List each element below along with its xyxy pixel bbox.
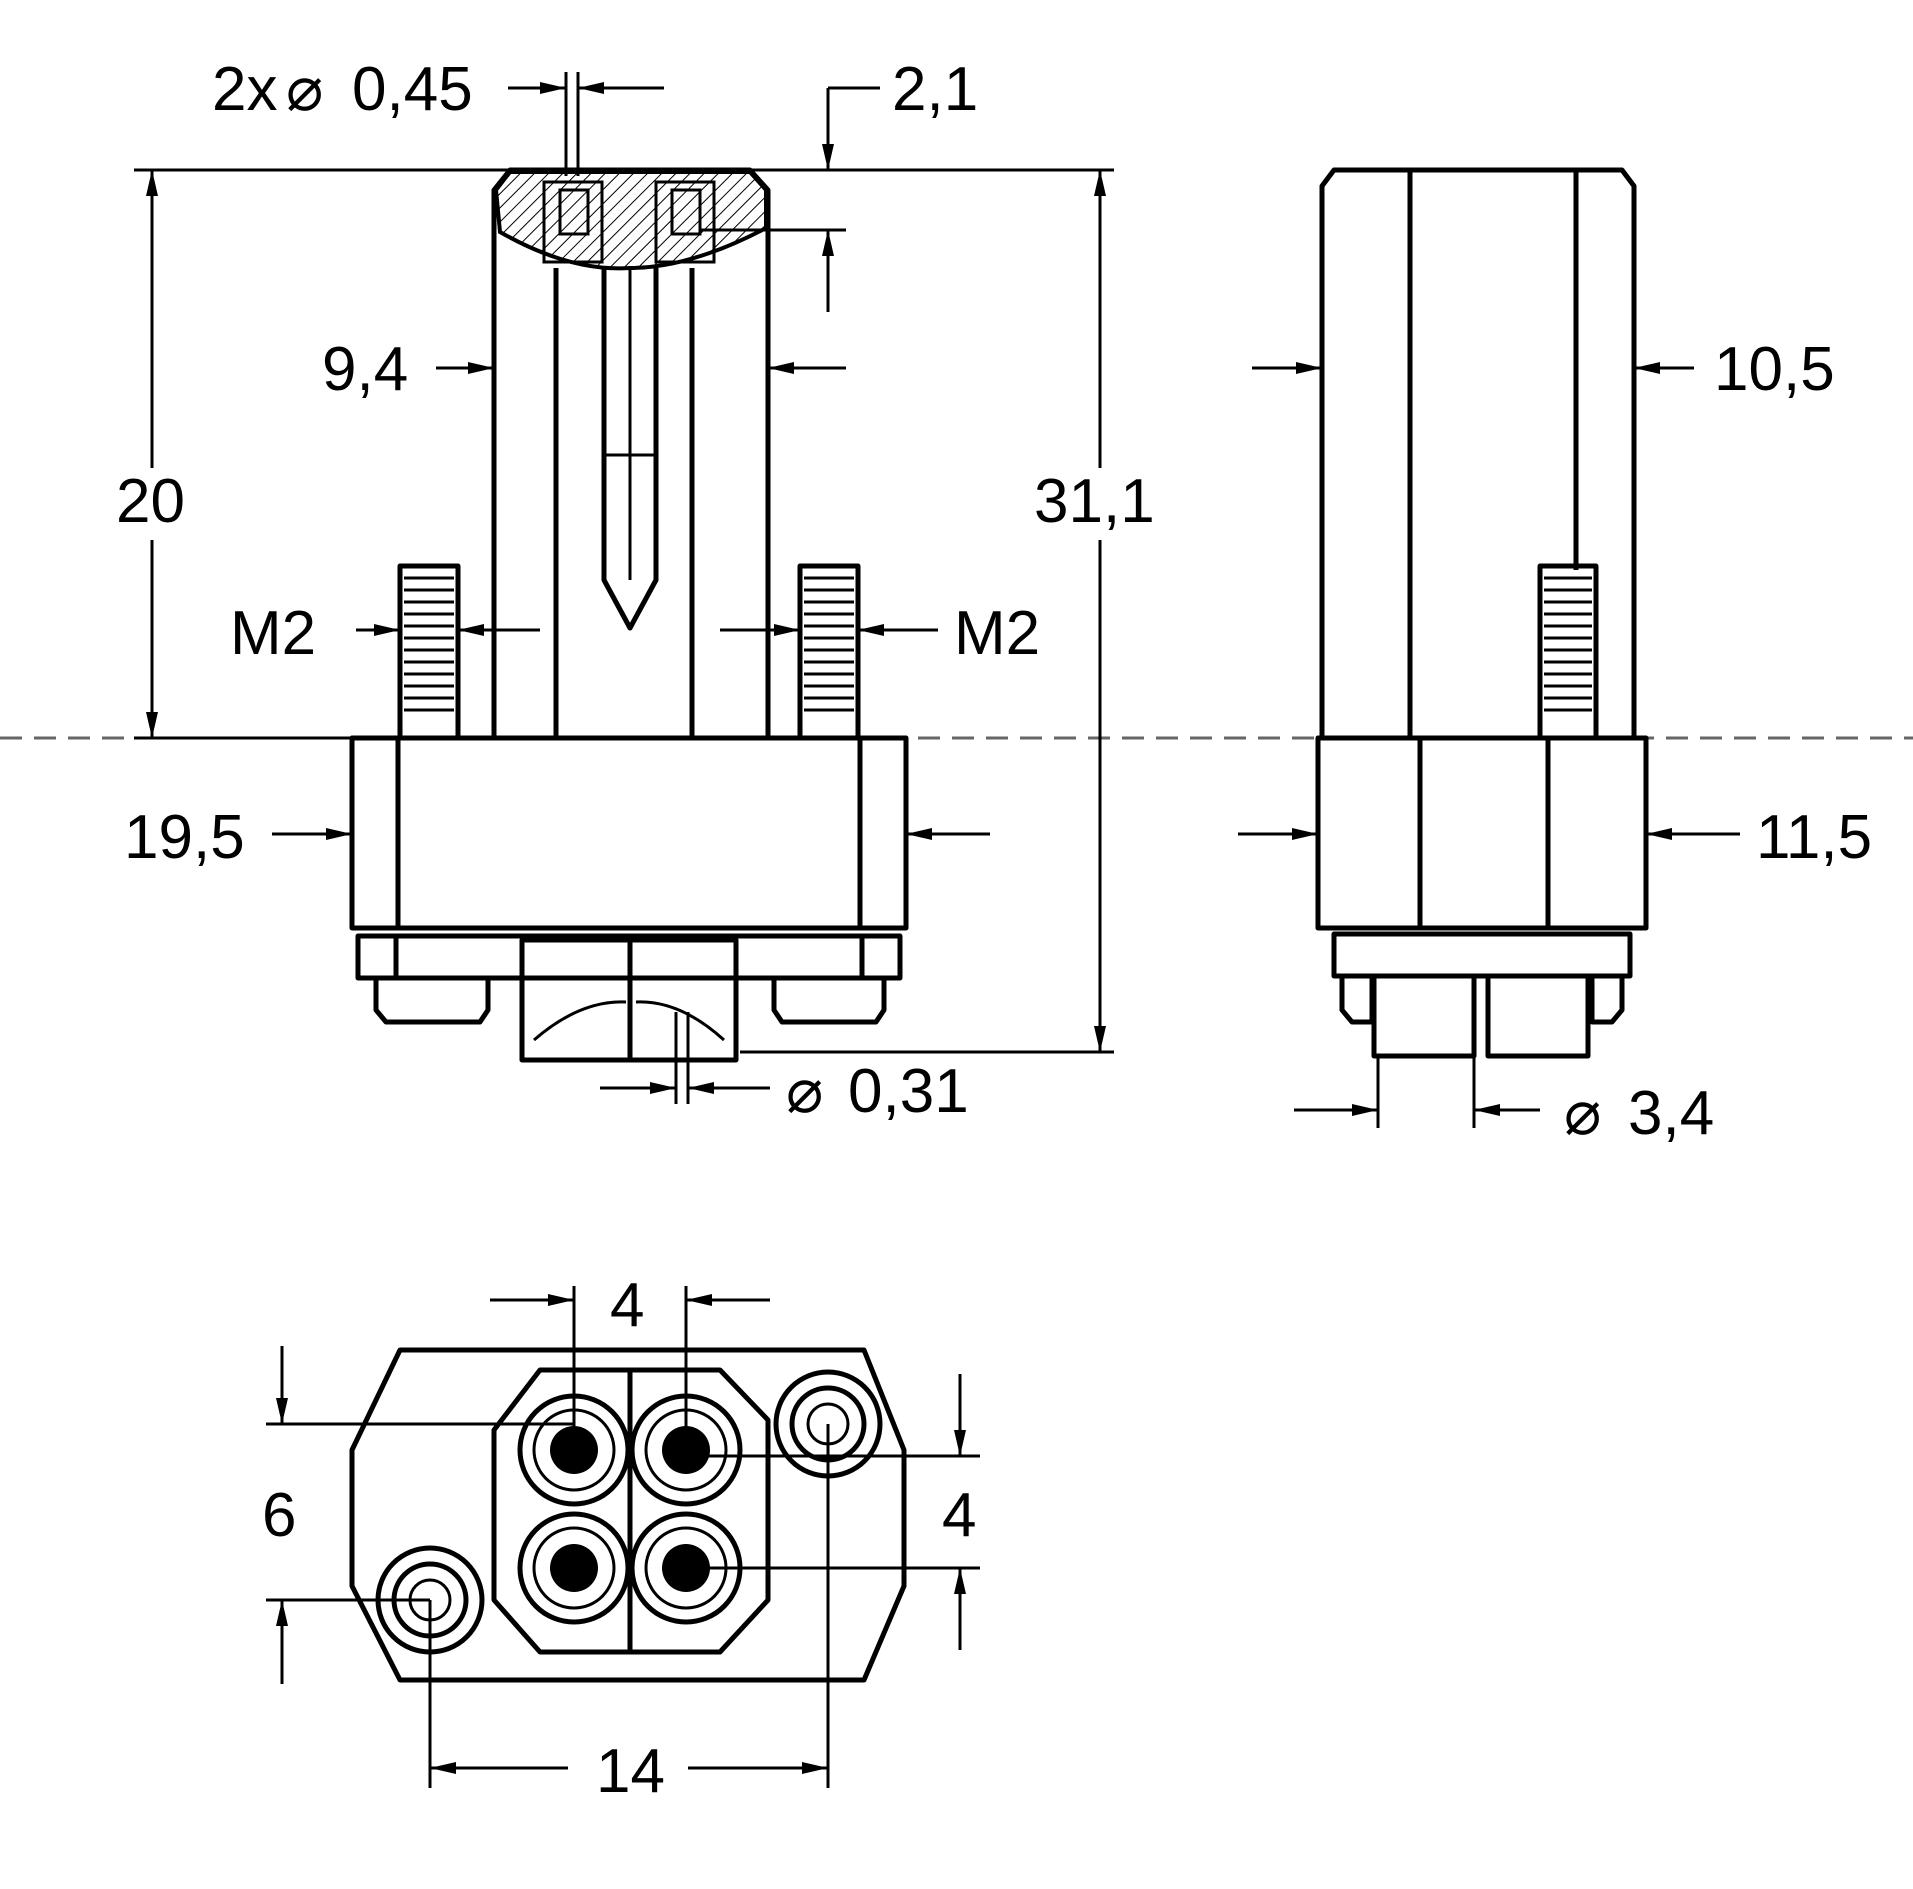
label-mount-hole-distance: 14	[596, 1737, 665, 1806]
label-pin-diameter: 0,45	[352, 55, 473, 124]
label-diameter-symbol-1: ⌀	[286, 55, 323, 124]
label-pitch-vertical-left: 6	[262, 1481, 296, 1550]
contact-bottom-left	[517, 1511, 631, 1625]
label-thread-left: M2	[230, 599, 316, 668]
label-pin-count: 2x	[212, 55, 277, 124]
dimension-lines	[134, 72, 1740, 1788]
label-flange-width-front: 19,5	[124, 803, 245, 872]
label-pitch-vertical-right: 4	[942, 1481, 976, 1550]
dimension-labels: 2x ⌀ 0,45 2,1 9,4 20 31,1 M2 M2 19,5 ⌀ 0…	[116, 55, 1872, 1806]
label-pitch-top: 4	[610, 1271, 644, 1340]
label-top-offset: 2,1	[892, 55, 978, 124]
label-contact-diameter: 0,31	[848, 1057, 969, 1126]
label-thread-right: M2	[954, 599, 1040, 668]
front-view	[349, 167, 909, 1063]
side-view	[1315, 167, 1649, 1059]
label-diameter-symbol-2: ⌀	[786, 1057, 823, 1126]
label-pin-diameter-side: 3,4	[1628, 1079, 1714, 1148]
label-flange-width-side: 11,5	[1756, 803, 1872, 872]
label-diameter-symbol-3: ⌀	[1564, 1079, 1601, 1148]
label-body-width-front: 9,4	[322, 335, 408, 404]
label-height-total: 31,1	[1034, 467, 1155, 536]
bottom-view	[349, 1347, 907, 1683]
label-body-width-side: 10,5	[1714, 335, 1835, 404]
label-height-body: 20	[116, 467, 185, 536]
